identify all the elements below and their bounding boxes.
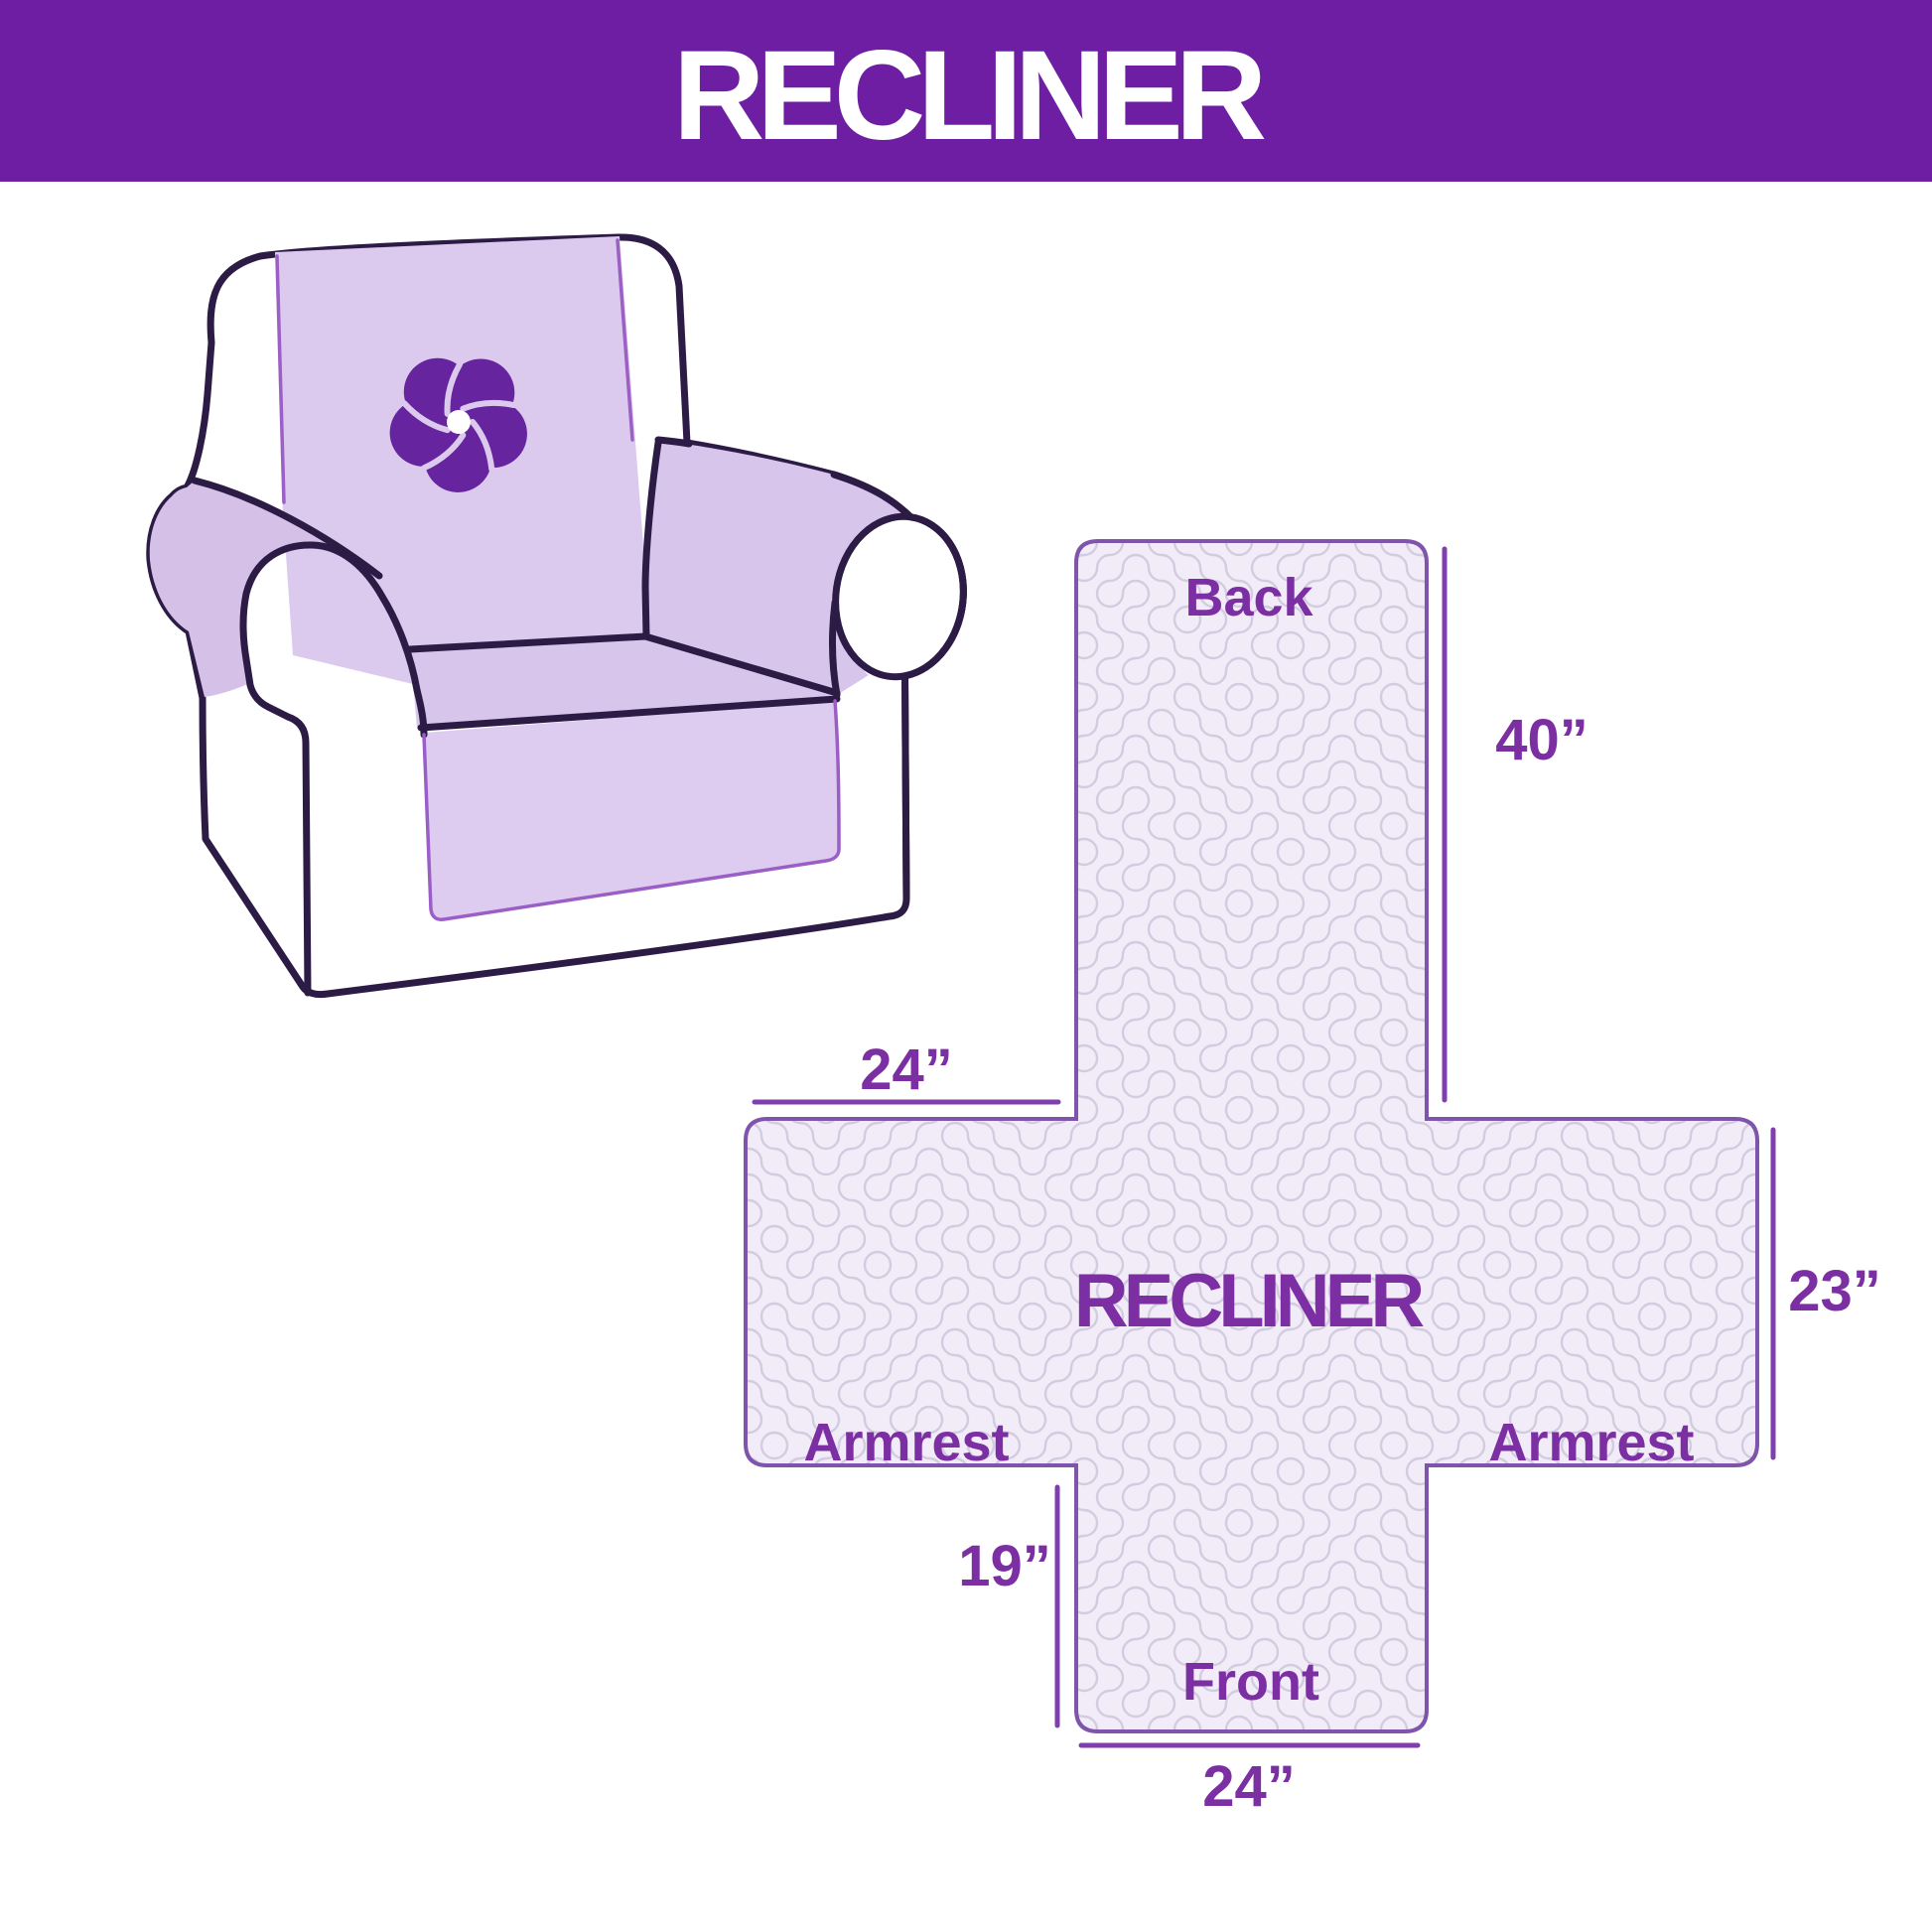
svg-text:Back: Back <box>1184 568 1313 627</box>
svg-text:23”: 23” <box>1788 1259 1881 1323</box>
svg-text:RECLINER: RECLINER <box>1074 1259 1425 1343</box>
svg-text:24”: 24” <box>1202 1754 1296 1819</box>
svg-text:RECLINER: RECLINER <box>673 25 1265 167</box>
svg-text:Front: Front <box>1182 1652 1319 1712</box>
svg-text:24”: 24” <box>860 1037 953 1102</box>
svg-text:40”: 40” <box>1495 708 1588 772</box>
svg-text:19”: 19” <box>958 1534 1051 1598</box>
svg-text:Armrest: Armrest <box>803 1413 1009 1472</box>
svg-text:Armrest: Armrest <box>1488 1413 1694 1472</box>
